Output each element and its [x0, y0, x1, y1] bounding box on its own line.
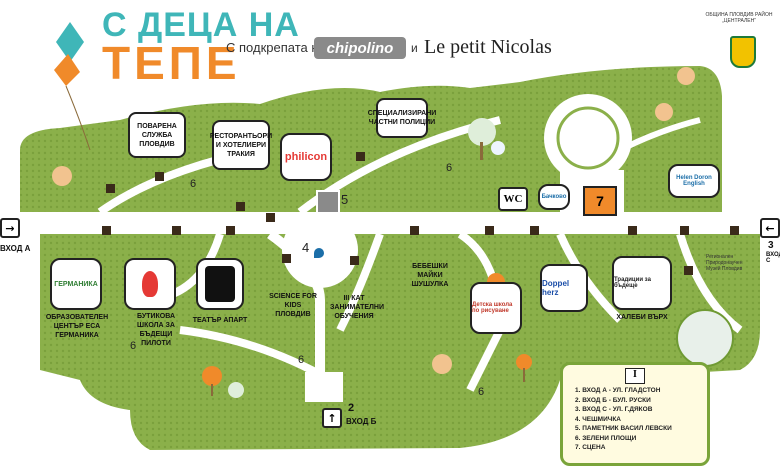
municipality-name: ОБЩИНА ПЛОВДИВ РАЙОН „ЦЕНТРАЛЕН“: [705, 12, 773, 24]
legend-list: 1. ВХОД А - УЛ. ГЛАДСТОН 2. ВХОД Б - БУЛ…: [563, 386, 707, 453]
drawing-school-text: Детска школа по рисуване: [472, 302, 513, 314]
entrance-c-number: 3: [768, 240, 774, 251]
parrot-icon: [142, 271, 158, 297]
upper-green-area: [20, 66, 722, 212]
zone-6-number: 6: [446, 162, 453, 174]
map-legend: I 1. ВХОД А - УЛ. ГЛАДСТОН 2. ВХОД Б - Б…: [560, 362, 710, 466]
title-line2: ТЕПЕ: [102, 37, 241, 89]
legend-item: 1. ВХОД А - УЛ. ГЛАДСТОН: [575, 387, 661, 394]
legend-item: 2. ВХОД Б - БУЛ. РУСКИ: [575, 396, 651, 404]
logo-germanica[interactable]: ГЕРМАНИКА: [50, 258, 102, 310]
legend-item: 5. ПАМЕТНИК ВАСИЛ ЛЕВСКИ: [575, 425, 672, 432]
label-private-police[interactable]: СПЕЦИАЛИЗИРАНИ ЧАСТНИ ПОЛИЦИИ: [368, 98, 436, 138]
logo-traditions[interactable]: Традиции за бъдеще: [612, 256, 672, 310]
label-traditions: ХАЛЕБИ ВЪРХ: [616, 314, 668, 321]
label-theater: ТЕАТЪР АПАРТ: [192, 317, 248, 324]
logo-philicon[interactable]: philicon: [280, 133, 332, 181]
label-boutique-school: БУТИКОВА ШКОЛА ЗА БЪДЕЩИ ПИЛОТИ: [137, 313, 175, 347]
museum-text: Регионален Природонаучен Музей Пловдив: [706, 254, 743, 272]
entrance-c-label: ВХОД С: [766, 252, 780, 264]
entrance-b-arrow-icon[interactable]: ↑: [322, 408, 342, 428]
label-baby-shirts: БЕБЕШКИ МАЙКИ ШУШУЛКА: [411, 263, 449, 288]
legend-item: 7. СЦЕНА: [575, 444, 606, 451]
main-road: [0, 212, 780, 234]
logo-drawing-school[interactable]: Детска школа по рисуване: [470, 282, 522, 334]
label-science: SCIENCE FOR KIDS ПЛОВДИВ: [269, 293, 317, 318]
museum-logo[interactable]: Регионален Природонаучен Музей Пловдив: [706, 254, 758, 290]
and-word: и: [411, 41, 418, 55]
entrance-a-arrow-icon[interactable]: →: [0, 218, 20, 238]
entrance-b-label: ВХОД Б: [346, 417, 377, 426]
sponsor-chipolino-logo: chipolino: [314, 37, 406, 59]
logo-boutique-school[interactable]: [124, 258, 176, 310]
legend-heading: I: [625, 368, 645, 384]
traditions-text: Традиции за бъдеще: [614, 277, 651, 289]
municipality-crest-icon: [730, 36, 756, 68]
zone-5-number: 5: [341, 192, 349, 207]
logo-doppel-herz[interactable]: Doppel herz: [540, 264, 588, 312]
legend-item: 4. ЧЕШМИЧКА: [575, 415, 621, 423]
wc-marker: WC: [498, 187, 528, 211]
entrance-a-label: ВХОД А: [0, 244, 31, 253]
label-guide-service[interactable]: ПОВАРЕНА СЛУЖБА ПЛОВДИВ: [128, 112, 186, 158]
label-third-floor: III КАТ ЗАНИМАТЕЛНИ ОБУЧЕНИЯ: [330, 295, 385, 320]
logo-bachkovo[interactable]: Бачково: [538, 184, 570, 210]
zone-6-number: 6: [478, 386, 485, 398]
stage-marker: 7: [583, 186, 617, 216]
zone-6-number: 6: [190, 178, 197, 190]
zone-4-number: 4: [302, 240, 310, 255]
legend-item: 6. ЗЕЛЕНИ ПЛОЩИ: [575, 434, 637, 442]
support-text: С подкрепата на: [226, 40, 326, 55]
zone-6-number: 6: [130, 340, 137, 352]
logo-theater-apart[interactable]: [196, 258, 244, 310]
theater-icon: [205, 266, 235, 302]
title-line1: С ДЕЦА НА: [102, 6, 300, 44]
levski-monument-marker: [316, 190, 340, 214]
label-restaurants[interactable]: РЕСТОРАНТЬОРИ И ХОТЕЛИЕРИ ТРАКИЯ: [210, 120, 272, 170]
zone-6-number: 6: [298, 354, 305, 366]
label-education-center: ОБРАЗОВАТЕЛЕН ЦЕНТЪР ЕСА ГЕРМАНИКА: [45, 314, 109, 339]
entrance-c-arrow-icon[interactable]: ←: [760, 218, 780, 238]
fountain-icon: [314, 248, 324, 258]
logo-helen-doron[interactable]: Helen Doron English: [668, 164, 720, 198]
sponsor-nicolas-logo: Le petit Nicolas: [424, 36, 552, 58]
legend-item: 3. ВХОД С - УЛ. Г.ДЯКОВ: [575, 406, 653, 413]
entrance-b-number: 2: [348, 402, 355, 414]
